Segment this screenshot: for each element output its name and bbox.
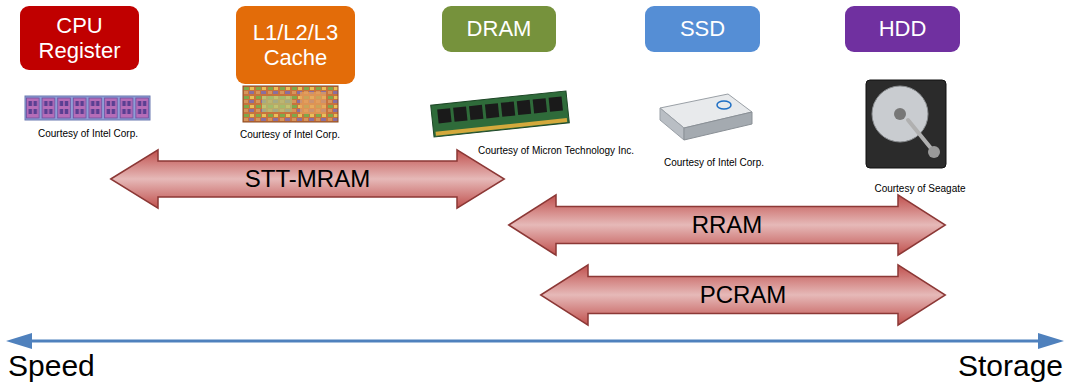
- node-text: STT-MRAM: [245, 165, 370, 193]
- technology-range-arrow: STT-MRAM: [110, 149, 505, 209]
- node-text: SSD: [680, 16, 725, 41]
- label-anchor: Courtesy of Intel Corp.: [240, 124, 340, 142]
- image-credit: Courtesy of Intel Corp.: [38, 128, 138, 139]
- node-text: HDD: [879, 16, 927, 41]
- technology-range-arrow: RRAM: [508, 194, 946, 256]
- label-anchor: Courtesy of Intel Corp.: [664, 152, 764, 170]
- double-arrow-shape: [111, 149, 505, 208]
- label-anchor: Courtesy of Micron Technology Inc.: [478, 140, 634, 158]
- image-credit: Courtesy of Seagate: [874, 183, 965, 194]
- axis-arrow: [6, 333, 1064, 349]
- technology-range-arrow: PCRAM: [540, 264, 946, 326]
- label-anchor: Speed: [8, 351, 95, 381]
- axis-label: Speed: [8, 349, 95, 382]
- memory-tier-box: SSD: [645, 6, 760, 52]
- node-text: DRAM: [467, 16, 532, 41]
- ssd-picture: [660, 94, 752, 140]
- double-arrow-shape: [541, 265, 946, 326]
- node-text: L1/L2/L3 Cache: [244, 20, 347, 71]
- double-arrow-shape: [509, 195, 946, 256]
- dram-module-picture: [431, 91, 570, 137]
- label-anchor: Courtesy of Intel Corp.: [38, 123, 138, 141]
- node-text: CPU Register: [28, 13, 131, 64]
- register-picture: [25, 96, 150, 120]
- image-credit: Courtesy of Intel Corp.: [664, 157, 764, 168]
- memory-tier-box: HDD: [845, 6, 960, 52]
- node-text: RRAM: [692, 211, 763, 239]
- label-anchor: Storage: [958, 351, 1063, 381]
- axis-label: Storage: [958, 349, 1063, 382]
- cache-die-picture: [243, 86, 338, 122]
- label-anchor: Courtesy of Seagate: [874, 178, 965, 196]
- node-text: PCRAM: [700, 281, 787, 309]
- hdd-picture: [866, 80, 946, 168]
- image-credit: Courtesy of Micron Technology Inc.: [478, 145, 634, 156]
- image-credit: Courtesy of Intel Corp.: [240, 129, 340, 140]
- memory-tier-box: DRAM: [442, 6, 556, 52]
- memory-tier-box: CPU Register: [20, 6, 139, 70]
- memory-tier-box: L1/L2/L3 Cache: [236, 6, 355, 84]
